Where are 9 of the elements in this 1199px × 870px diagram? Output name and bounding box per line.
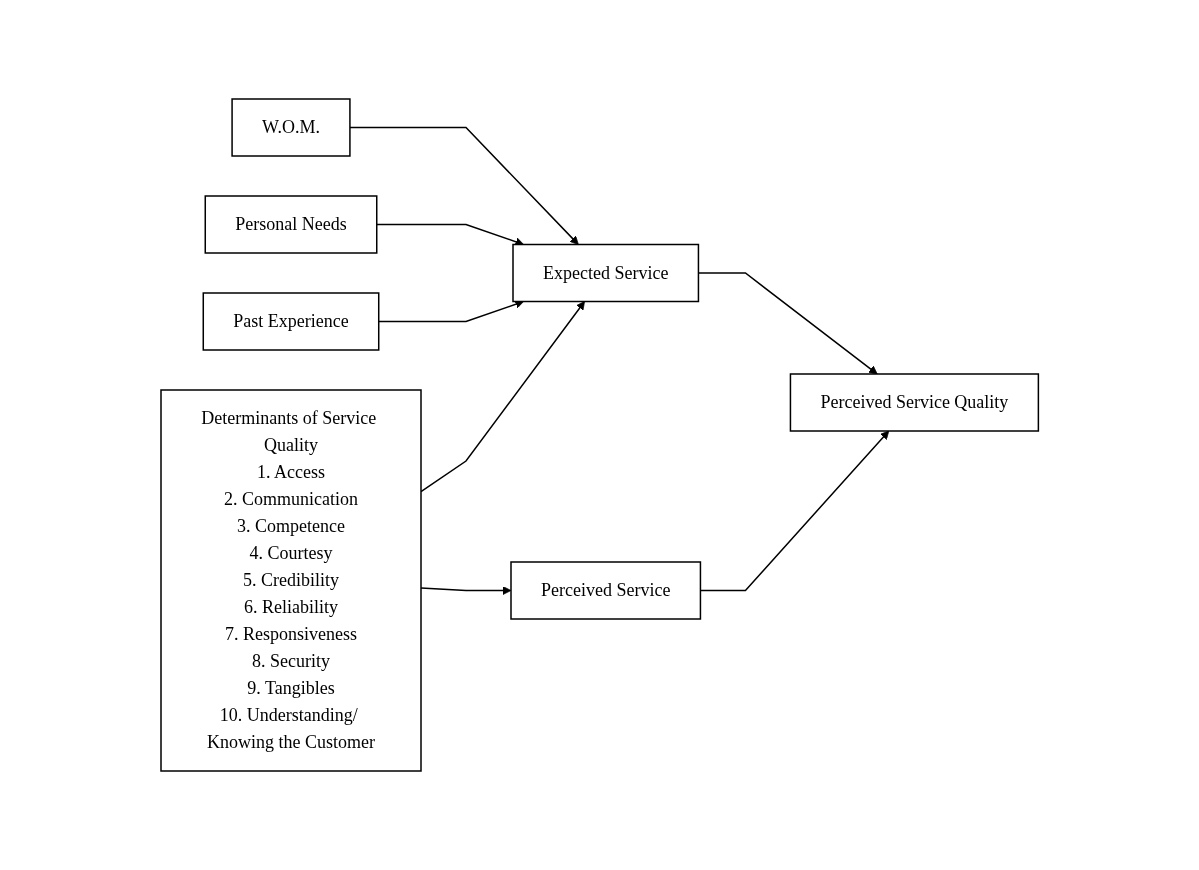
node-box: Expected Service bbox=[512, 243, 699, 303]
node-box: Perceived Service Quality bbox=[789, 373, 1039, 432]
node-box: Perceived Service bbox=[510, 561, 701, 620]
arrow bbox=[349, 126, 579, 245]
node-box: Personal Needs bbox=[204, 195, 378, 254]
node-box: Past Experience bbox=[202, 292, 380, 351]
node-box: Determinants of Service Quality 1. Access 2. Communication 3. Competence 4. Courtesy 5. Credibility 6. Reliability 7. Responsiveness 8. Security 9. Tangibles 10. Understanding/ Knowing the Customer bbox=[160, 389, 422, 772]
arrow bbox=[420, 301, 585, 493]
node-box: W.O.M. bbox=[231, 98, 351, 157]
